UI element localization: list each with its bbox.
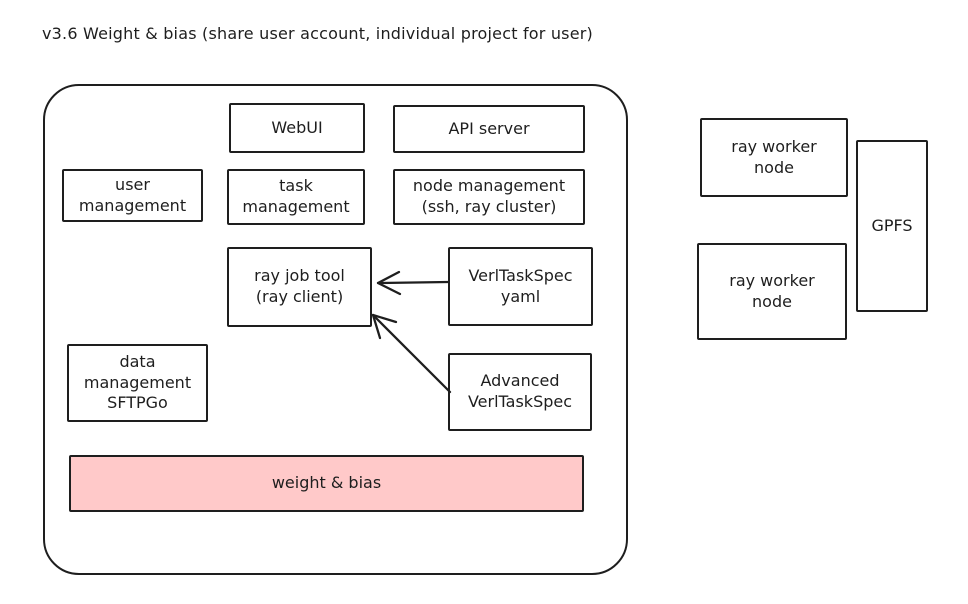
node-gpfs: GPFS [856, 140, 928, 312]
diagram-title: v3.6 Weight & bias (share user account, … [42, 24, 593, 43]
node-task-management: task management [227, 169, 365, 225]
node-gpfs-label: GPFS [871, 215, 913, 235]
node-user-management: user management [62, 169, 203, 222]
node-user-management-label: user management [78, 174, 187, 215]
node-api-server-label: API server [448, 118, 530, 138]
node-ray-worker-node-bottom-label: ray worker node [729, 270, 815, 311]
node-node-management: node management (ssh, ray cluster) [393, 169, 585, 225]
node-verl-task-spec-yaml-label: VerlTaskSpec yaml [468, 265, 573, 306]
node-api-server: API server [393, 105, 585, 153]
node-advanced-verl-task-spec: Advanced VerlTaskSpec [448, 353, 592, 431]
node-webui-label: WebUI [271, 117, 323, 137]
node-weight-and-bias: weight & bias [69, 455, 584, 512]
node-ray-job-tool-label: ray job tool (ray client) [254, 266, 345, 306]
node-data-management-label: data management SFTPGo [83, 351, 192, 413]
node-webui: WebUI [229, 103, 365, 153]
node-ray-job-tool: ray job tool (ray client) [227, 247, 372, 327]
node-ray-worker-node-top: ray worker node [700, 118, 848, 197]
node-weight-and-bias-label: weight & bias [271, 473, 382, 493]
node-ray-worker-node-top-label: ray worker node [731, 136, 817, 177]
node-task-management-label: task management [242, 176, 350, 216]
node-verl-task-spec-yaml: VerlTaskSpec yaml [448, 247, 593, 326]
node-node-management-label: node management (ssh, ray cluster) [412, 176, 566, 216]
node-ray-worker-node-bottom: ray worker node [697, 243, 847, 340]
node-data-management: data management SFTPGo [67, 344, 208, 422]
node-advanced-verl-task-spec-label: Advanced VerlTaskSpec [467, 371, 573, 411]
